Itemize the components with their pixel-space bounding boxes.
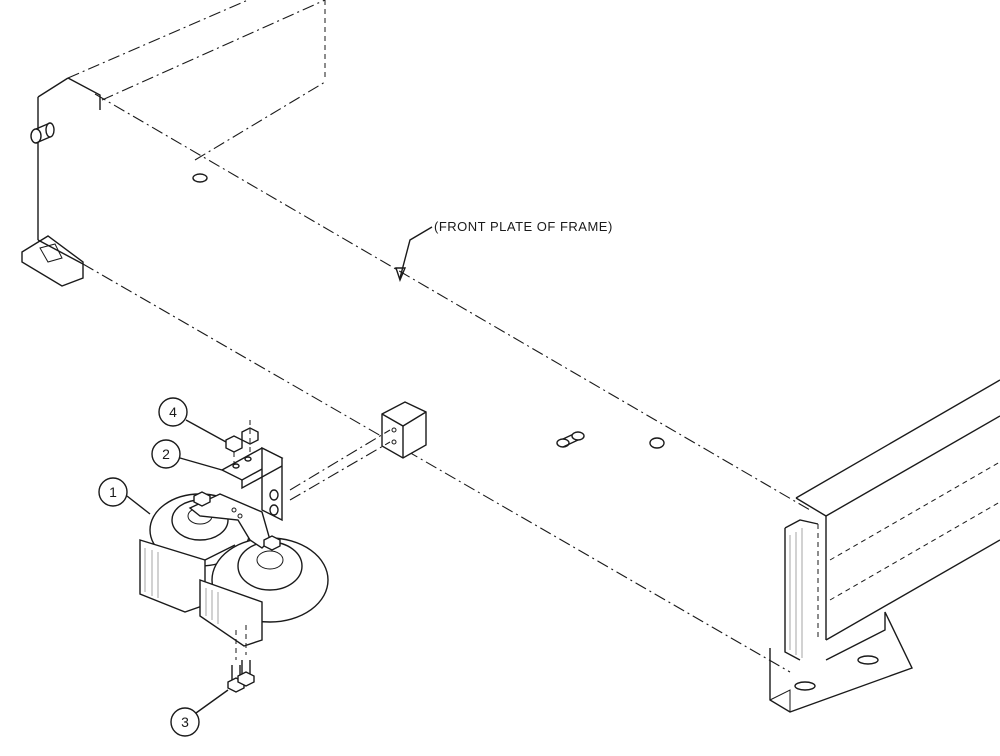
callout-2: 2 <box>151 439 223 471</box>
front-plate-label: (FRONT PLATE OF FRAME) <box>434 219 613 234</box>
horn-mount-strap <box>188 491 281 551</box>
bolts <box>227 625 255 693</box>
callout-4: 4 <box>158 397 227 443</box>
spacer-block <box>289 401 427 501</box>
front-plate-note: (FRONT PLATE OF FRAME) <box>395 219 613 282</box>
callout-1: 1 <box>98 477 151 515</box>
mounting-bracket <box>220 446 284 522</box>
callout-number: 3 <box>181 714 189 730</box>
callout-number: 1 <box>109 484 117 500</box>
hex-nuts <box>225 420 259 464</box>
callout-number: 2 <box>162 446 170 462</box>
callout-number: 4 <box>169 404 177 420</box>
frame-beam <box>21 0 1000 713</box>
callout-3: 3 <box>170 689 229 737</box>
